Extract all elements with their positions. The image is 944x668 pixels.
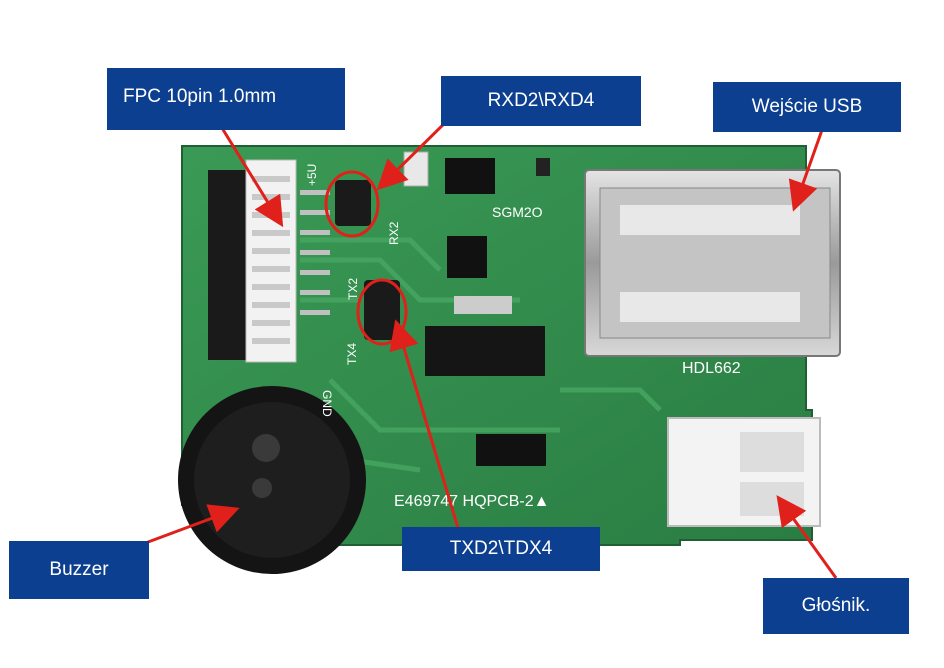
buzzer <box>178 386 366 574</box>
fpc-connector <box>208 159 330 363</box>
jumper-rxd <box>324 170 380 238</box>
label-chip: SGM2O <box>492 204 543 220</box>
label-5v: +5U <box>305 164 319 186</box>
speaker-connector <box>667 417 821 527</box>
usb-socket <box>584 169 841 357</box>
arrow-speaker <box>776 495 838 579</box>
callout-usb: Wejście USB <box>713 82 901 132</box>
callout-txd: TXD2\TDX4 <box>402 527 600 571</box>
arrow-txd <box>389 319 460 529</box>
label-serial: E469747 HQPCB-2▲ <box>394 493 549 510</box>
callout-speaker: Głośnik. <box>763 578 909 634</box>
callout-fpc: FPC 10pin 1.0mm <box>107 68 345 130</box>
label-usb-code: HDL662 <box>682 360 741 377</box>
label-rx2: RX2 <box>387 221 401 245</box>
ic-chips <box>403 151 550 466</box>
label-tx2: TX2 <box>346 278 360 300</box>
label-tx4: TX4 <box>345 343 359 365</box>
label-gnd: GND <box>320 390 334 417</box>
callout-buzzer: Buzzer <box>9 541 149 599</box>
callout-rxd: RXD2\RXD4 <box>441 76 641 126</box>
arrow-buzzer <box>131 504 240 550</box>
arrow-usb <box>788 129 824 212</box>
arrow-fpc <box>220 127 284 228</box>
